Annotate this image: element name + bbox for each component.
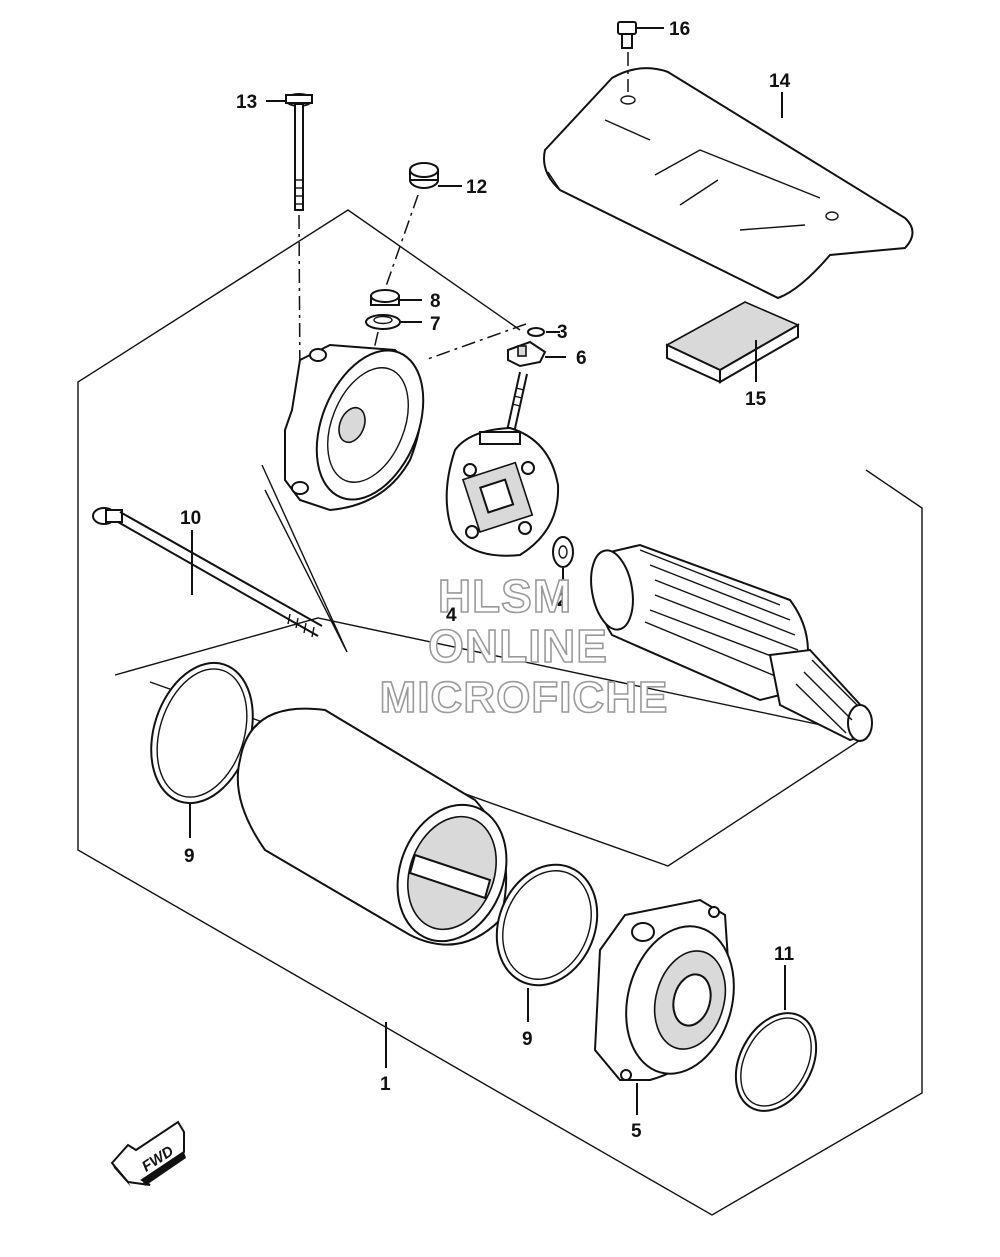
callout-11: 11 <box>774 944 795 965</box>
terminal-part-6 <box>507 340 547 368</box>
callout-12: 12 <box>466 177 487 198</box>
through-bolt-part-10 <box>92 507 323 638</box>
o-ring-part-9-middle <box>495 863 599 987</box>
armature <box>590 543 873 742</box>
o-ring-part-11 <box>734 1012 818 1112</box>
washer-part-7 <box>365 314 401 330</box>
callout-labels: 16 14 13 12 8 7 3 6 15 10 2 4 9 11 9 1 5 <box>180 19 795 1142</box>
callout-2: 2 <box>557 590 568 611</box>
front-bracket-part-5 <box>593 898 735 1081</box>
leader-lines <box>189 27 786 1115</box>
bolt-part-13 <box>285 93 313 391</box>
callout-13: 13 <box>236 92 257 113</box>
watermark: HLSM ONLINE MICROFICHE <box>379 569 669 723</box>
callout-1: 1 <box>380 1074 391 1095</box>
watermark-line-1: HLSM <box>438 570 572 622</box>
callout-3: 3 <box>557 322 568 343</box>
cover-part-14 <box>543 67 914 300</box>
fwd-direction-badge: FWD <box>110 1120 186 1187</box>
callout-5: 5 <box>631 1121 642 1142</box>
through-bolt-guide <box>261 464 348 653</box>
brush-holder-part-4 <box>445 371 560 557</box>
watermark-line-2: ONLINE <box>428 620 608 672</box>
nut-part-8 <box>370 289 400 306</box>
callout-4: 4 <box>446 605 457 626</box>
callout-7: 7 <box>430 314 441 335</box>
callout-16: 16 <box>669 19 690 40</box>
watermark-line-3: MICROFICHE <box>380 673 669 722</box>
washer-part-2 <box>552 536 574 568</box>
centerline-7-housing <box>371 331 379 359</box>
rear-housing <box>284 343 425 512</box>
bolt-part-16 <box>617 21 637 92</box>
callout-14: 14 <box>769 71 791 92</box>
callout-6: 6 <box>576 348 587 369</box>
pad-part-15 <box>665 301 800 384</box>
centerline-3-housing <box>424 323 527 361</box>
callout-9-left: 9 <box>184 846 195 867</box>
o-ring-part-3 <box>527 327 545 337</box>
callout-8: 8 <box>430 291 441 312</box>
o-ring-part-9-left <box>150 661 254 805</box>
centerline-12-8 <box>383 194 419 293</box>
callout-9-middle: 9 <box>522 1029 533 1050</box>
yoke-case <box>236 707 508 946</box>
nut-part-12 <box>409 162 439 189</box>
callout-15: 15 <box>745 389 767 410</box>
callout-10: 10 <box>180 508 201 529</box>
